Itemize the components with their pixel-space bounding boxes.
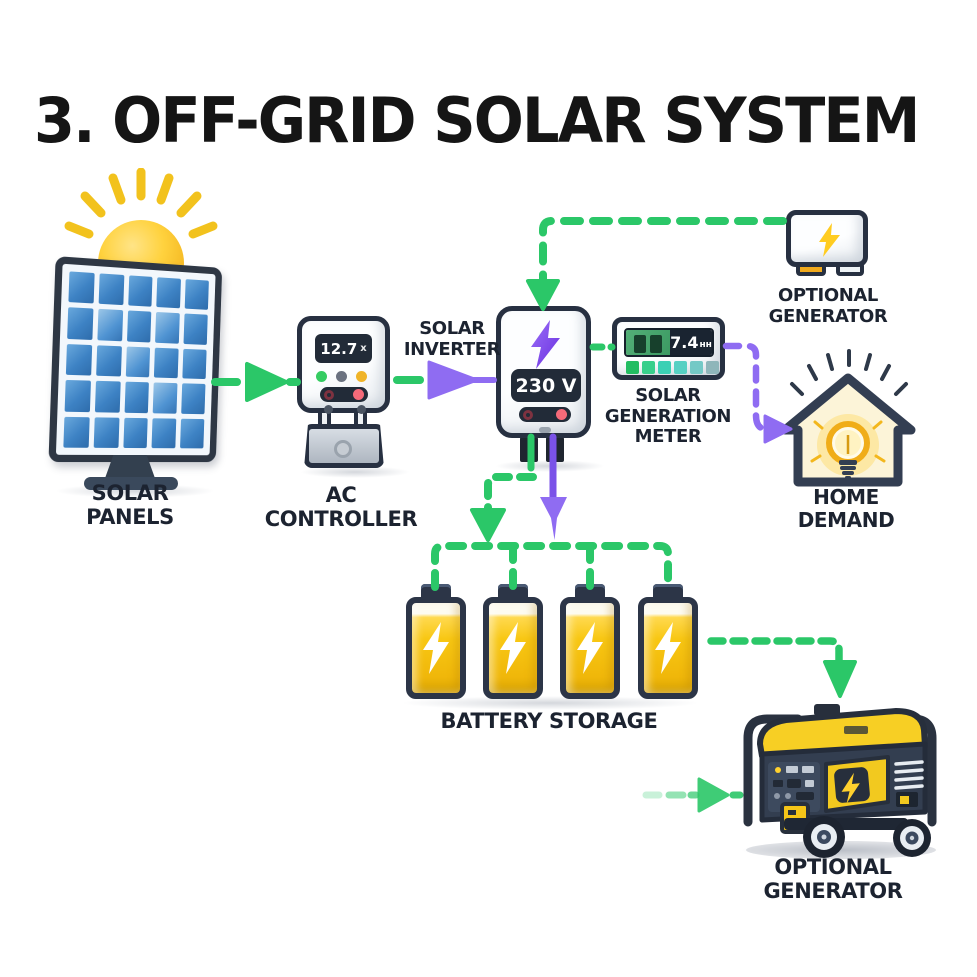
panel-cell <box>184 279 209 311</box>
wheel-icon <box>803 816 845 858</box>
panel-cell <box>93 416 120 448</box>
inverter-display: 230 V <box>511 369 581 402</box>
panel-cell <box>126 310 152 343</box>
solar-panels-label: SOLAR PANELS <box>86 481 174 530</box>
battery-icon <box>638 584 698 699</box>
battery-storage-label: BATTERY STORAGE <box>440 709 658 733</box>
panel-cell <box>125 346 151 378</box>
panel-cell <box>64 380 91 412</box>
wire-inverter-battery <box>484 473 537 513</box>
meter-icon: 7.4 нн <box>612 317 725 380</box>
gray-light <box>336 371 347 382</box>
battery-cap <box>498 584 528 597</box>
wire-generator-inverter <box>539 217 787 284</box>
lightning-bolt-icon <box>655 622 681 674</box>
meter-display: 7.4 нн <box>624 328 714 357</box>
wire-battery-generator <box>707 637 843 666</box>
bulb-sparkles <box>810 420 886 463</box>
battery-cap <box>575 584 605 597</box>
light-bulb-icon <box>826 421 870 479</box>
page-title: 3. OFF-GRID SOLAR SYSTEM <box>34 84 920 157</box>
battery-body <box>483 597 543 699</box>
controller-status-lights <box>316 371 367 382</box>
wire-battery-bus <box>431 542 672 591</box>
lightning-bolt-icon <box>423 622 449 674</box>
house-icon <box>780 349 916 487</box>
panel-cell <box>63 416 90 448</box>
meter-lcd-right: 7.4 нн <box>670 330 712 355</box>
inverter-icon: 230 V <box>496 306 591 438</box>
solar-panel-grid <box>48 256 223 463</box>
panel-stand <box>104 455 156 481</box>
controller-plug-emblem <box>334 440 352 458</box>
switch-ring <box>523 409 533 420</box>
panel-cell <box>68 271 95 304</box>
ac-controller-label: AC CONTROLLER <box>264 483 418 532</box>
panel-cell <box>98 273 124 306</box>
lightning-bolt-icon <box>531 320 560 369</box>
arrow-down-icon <box>470 508 506 542</box>
panel-cell <box>67 307 94 340</box>
generation-meter-label: SOLAR GENERATION METER <box>604 385 732 448</box>
green-light <box>316 371 327 382</box>
panel-cell <box>94 380 121 413</box>
arrow-down-icon <box>526 279 560 311</box>
panel-base <box>84 477 178 490</box>
inverter-plug <box>520 435 538 462</box>
battery-icon <box>406 584 466 699</box>
battery-body <box>638 597 698 699</box>
arrow-down-icon <box>540 497 567 540</box>
inverter-handle <box>539 427 551 433</box>
controller-screws <box>324 405 366 414</box>
home-demand-label: HOME DEMAND <box>797 485 895 532</box>
panel-cell <box>180 418 205 449</box>
controller-display: 12.7 x <box>315 334 372 363</box>
panel-cell <box>65 343 93 376</box>
panel-cell <box>153 382 178 414</box>
panel-cell <box>183 313 208 345</box>
panel-cell <box>124 381 150 413</box>
controller-shadow <box>300 466 410 478</box>
lightning-bolt-icon <box>577 622 603 674</box>
amber-light <box>356 371 367 382</box>
panel-cell <box>155 312 180 344</box>
battery-cap <box>421 584 451 597</box>
meter-lcd-left <box>626 330 670 355</box>
optional-generator-bottom-label: OPTIONAL GENERATOR <box>763 855 903 904</box>
panel-cell <box>181 383 206 414</box>
battery-body <box>560 597 620 699</box>
battery-shadow <box>400 696 700 710</box>
lightning-bolt-icon <box>500 622 526 674</box>
panel-cell <box>97 309 123 342</box>
panel-cell <box>182 348 207 380</box>
optional-generator-top-label: OPTIONAL GENERATOR <box>768 285 888 327</box>
controller-switch <box>320 387 368 402</box>
switch-knob <box>556 409 567 420</box>
wheel-icon <box>893 819 931 857</box>
solar-inverter-label: SOLAR INVERTER <box>403 318 501 360</box>
battery-cap <box>653 584 683 597</box>
house-rays <box>790 349 908 396</box>
panel-cell <box>127 275 153 308</box>
switch-knob <box>353 389 364 400</box>
panel-cell <box>122 417 149 449</box>
arrow-right-icon <box>245 362 288 402</box>
panel-cell <box>95 345 122 377</box>
arrow-right-icon <box>697 777 730 813</box>
switch-ring <box>324 389 334 400</box>
panel-cell <box>154 347 179 379</box>
battery-icon <box>483 584 543 699</box>
panel-cell <box>156 277 182 309</box>
inverter-switch <box>519 407 571 422</box>
meter-bar-graph <box>626 361 719 374</box>
ac-controller-icon: 12.7 x <box>297 316 390 414</box>
battery-icon <box>560 584 620 699</box>
inverter-plug <box>546 435 564 462</box>
panel-cell <box>151 417 177 449</box>
portable-generator-icon <box>743 704 937 859</box>
battery-body <box>406 597 466 699</box>
arrow-right-icon <box>427 360 479 400</box>
lightning-bolt-icon <box>819 223 840 257</box>
generator-box-icon <box>786 210 868 267</box>
